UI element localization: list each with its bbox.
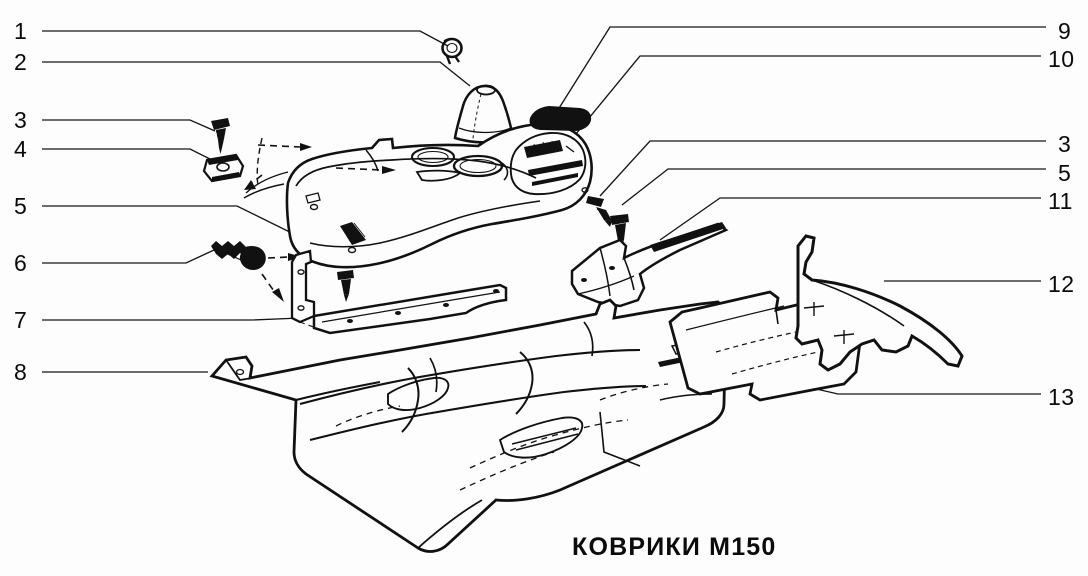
assembly-arrows-console bbox=[243, 137, 312, 199]
clip-nut bbox=[202, 153, 245, 183]
leader-3 bbox=[42, 119, 216, 132]
callout-number-2: 2 bbox=[14, 49, 28, 75]
callout-number-5-right: 5 bbox=[1058, 160, 1072, 186]
console-side-trim-panel bbox=[290, 249, 508, 335]
leader-5 bbox=[42, 205, 319, 247]
leader-11 bbox=[659, 197, 1041, 241]
callout-number-12: 12 bbox=[1048, 271, 1075, 297]
leader-7 bbox=[42, 317, 301, 321]
leader-6 bbox=[42, 249, 215, 264]
leader-9 bbox=[555, 26, 1046, 114]
callout-number-10: 10 bbox=[1048, 46, 1075, 72]
right-console-trim bbox=[570, 222, 729, 308]
leader-lines-left bbox=[42, 30, 471, 373]
armrest-handle bbox=[529, 106, 592, 131]
long-self-tapping-screw bbox=[211, 241, 302, 302]
callout-number-7: 7 bbox=[14, 307, 28, 333]
leader-5b bbox=[621, 168, 1046, 206]
callout-number-5: 5 bbox=[14, 193, 28, 219]
callout-number-11: 11 bbox=[1048, 188, 1073, 214]
leader-13 bbox=[811, 387, 1041, 395]
trim-panel-screw bbox=[337, 270, 354, 302]
callout-number-6: 6 bbox=[14, 250, 28, 276]
callout-number-9: 9 bbox=[1058, 18, 1072, 44]
self-tapping-screw-right-a bbox=[586, 196, 612, 227]
leader-3b bbox=[599, 140, 1046, 197]
callout-number-3-right: 3 bbox=[1058, 131, 1072, 157]
callout-number-4: 4 bbox=[14, 136, 28, 162]
leader-4 bbox=[42, 148, 219, 164]
retaining-ring-clip bbox=[441, 37, 463, 65]
diagram-caption: КОВРИКИ M150 bbox=[572, 533, 777, 561]
callout-number-8: 8 bbox=[14, 359, 28, 385]
center-console-body bbox=[243, 122, 593, 269]
callout-number-1: 1 bbox=[14, 18, 28, 44]
rear-side-mat bbox=[794, 234, 964, 372]
self-tapping-screw-upper bbox=[211, 118, 230, 154]
assembly-arrow-deck bbox=[335, 166, 396, 174]
leader-2 bbox=[42, 61, 471, 87]
console-rear-panel-marker bbox=[565, 145, 575, 153]
console-vent-hatch bbox=[340, 222, 366, 254]
main-floor-mat bbox=[209, 298, 728, 553]
callout-number-13: 13 bbox=[1048, 384, 1075, 410]
leader-1 bbox=[42, 30, 449, 47]
leader-10 bbox=[565, 55, 1041, 147]
callout-number-3: 3 bbox=[14, 107, 28, 133]
